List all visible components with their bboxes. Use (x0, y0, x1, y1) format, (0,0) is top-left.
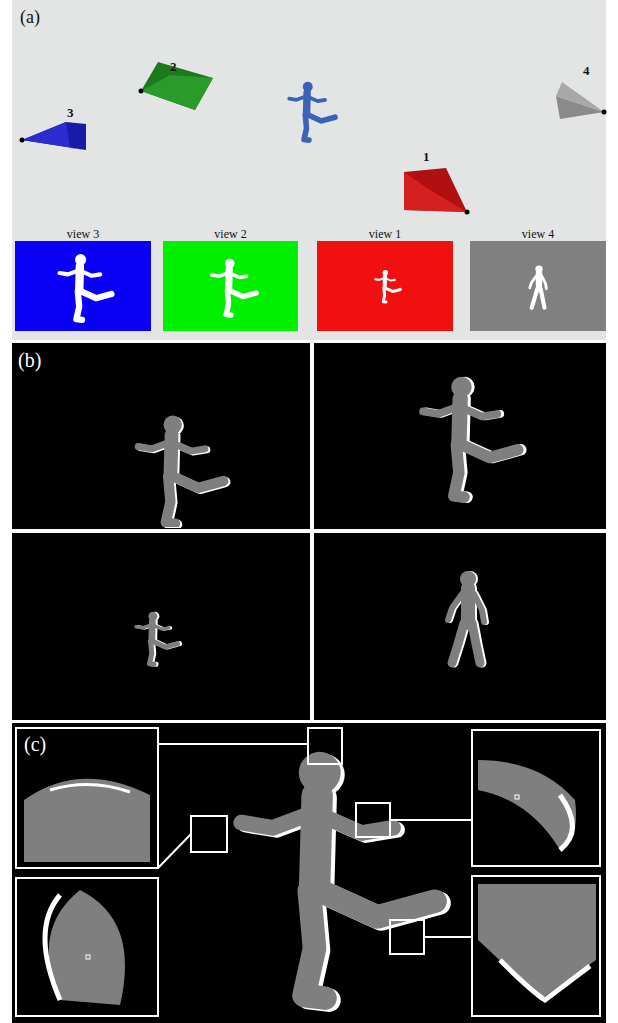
silhouette-image (470, 241, 606, 331)
silhouette-image (15, 241, 151, 331)
panel-label: (a) (20, 8, 40, 26)
callout-number: 1 (423, 150, 430, 163)
panel-label: (b) (18, 350, 41, 370)
silhouette (470, 241, 606, 331)
silhouette (15, 241, 151, 331)
silhouette (317, 241, 453, 331)
view-label: view 1 (317, 227, 453, 241)
view-panel: view 1 (317, 227, 453, 331)
callout-number: 4 (583, 64, 590, 77)
view-panel: view 3 (15, 227, 151, 331)
view-panel: view 2 (163, 227, 298, 331)
silhouette-image (163, 241, 298, 331)
silhouette-image (317, 241, 453, 331)
callout-number: 3 (67, 106, 74, 119)
view-label: view 2 (163, 227, 298, 241)
panel-label: (c) (24, 734, 46, 754)
callout-number: 2 (170, 60, 177, 73)
view-panel: view 4 (470, 227, 606, 331)
view-label: view 3 (15, 227, 151, 241)
silhouette (163, 241, 298, 331)
view-label: view 4 (470, 227, 606, 241)
